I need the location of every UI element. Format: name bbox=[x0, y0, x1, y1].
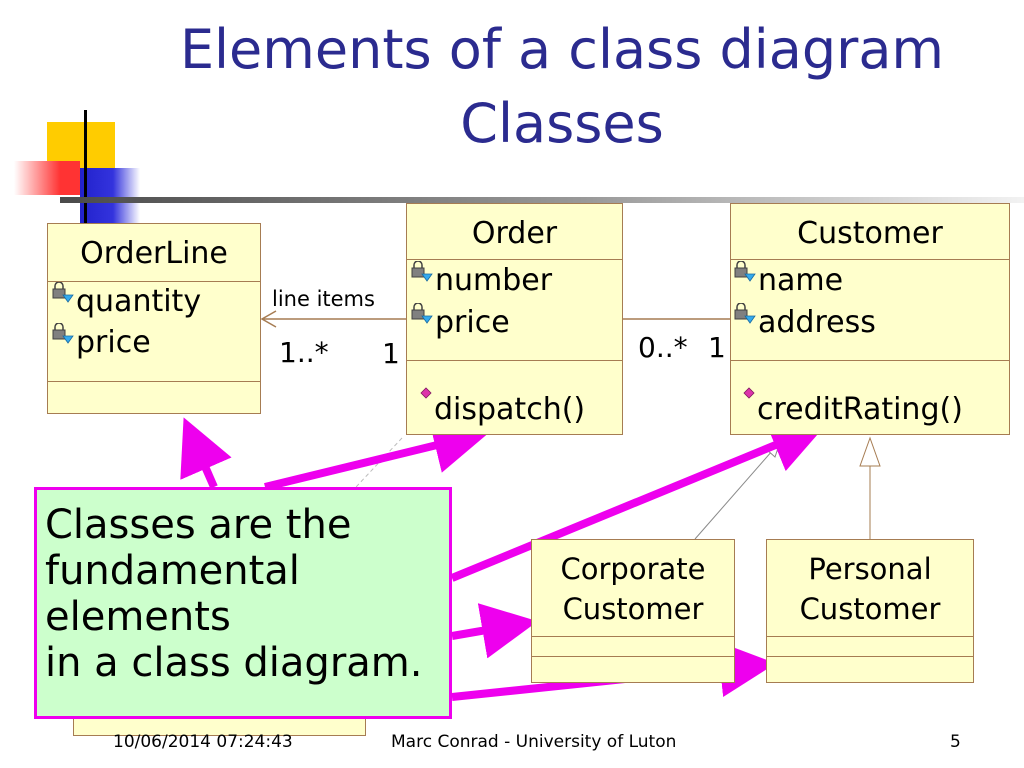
operation-icon bbox=[420, 387, 432, 399]
class-orderline-divider bbox=[48, 281, 260, 282]
callout-line: elements bbox=[45, 594, 231, 640]
class-customer-name: Customer bbox=[797, 216, 943, 251]
callout-line: fundamental bbox=[45, 548, 300, 594]
class-corporate-name-line2: Customer bbox=[562, 592, 704, 626]
op-customer-creditrating: creditRating() bbox=[757, 392, 963, 427]
attr-customer-name: name bbox=[758, 263, 844, 298]
slide-title-line1: Elements of a class diagram bbox=[179, 18, 945, 81]
multiplicity-orderline: 1..* bbox=[279, 336, 329, 369]
lock-attribute-icon bbox=[52, 323, 74, 344]
lock-attribute-icon bbox=[734, 303, 756, 324]
decor-red-square bbox=[14, 161, 80, 195]
class-corporate-divider bbox=[532, 636, 734, 637]
class-customer-divider bbox=[731, 259, 1009, 260]
callout-line: Classes are the bbox=[45, 502, 352, 548]
footer-author: Marc Conrad - University of Luton bbox=[391, 732, 677, 752]
multiplicity-order-right: 0..* bbox=[638, 331, 688, 364]
multiplicity-customer: 1 bbox=[708, 331, 726, 364]
pointer-arrow-corporate bbox=[451, 603, 538, 659]
class-order-divider bbox=[407, 360, 622, 361]
class-personal-name-line2: Customer bbox=[799, 592, 941, 626]
class-orderline[interactable]: OrderLine bbox=[47, 223, 261, 414]
class-corporate-customer[interactable]: Corporate Customer bbox=[531, 539, 735, 683]
lock-attribute-icon bbox=[52, 282, 74, 303]
class-order-name: Order bbox=[471, 216, 558, 251]
multiplicity-order-left: 1 bbox=[382, 337, 400, 370]
attr-orderline-quantity: quantity bbox=[76, 284, 202, 319]
decor-vertical-line bbox=[84, 110, 87, 230]
op-order-dispatch: dispatch() bbox=[434, 392, 586, 427]
footer-page-number: 5 bbox=[950, 732, 961, 752]
lock-attribute-icon bbox=[411, 261, 433, 282]
class-personal-customer[interactable]: Personal Customer bbox=[766, 539, 974, 683]
class-order[interactable]: Order bbox=[406, 203, 623, 435]
callout-line: in a class diagram. bbox=[45, 640, 423, 686]
slide-title-line2: Classes bbox=[460, 92, 664, 155]
class-corporate-name-line1: Corporate bbox=[560, 552, 706, 586]
class-personal-name-line1: Personal bbox=[808, 552, 932, 586]
generalization-personal-head bbox=[859, 436, 881, 467]
lock-attribute-icon bbox=[411, 303, 433, 324]
title-divider bbox=[60, 197, 1024, 203]
class-orderline-divider bbox=[48, 381, 260, 382]
class-personal-divider bbox=[767, 636, 973, 637]
callout-box: Classes are the fundamental elements in … bbox=[34, 487, 452, 719]
footer-date: 10/06/2014 07:24:43 bbox=[113, 732, 293, 752]
role-line-items: line items bbox=[272, 287, 375, 311]
pointer-arrow-order bbox=[264, 418, 490, 491]
attr-customer-address: address bbox=[758, 305, 876, 340]
lock-attribute-icon bbox=[734, 261, 756, 282]
class-customer-divider bbox=[731, 360, 1009, 361]
class-order-divider bbox=[407, 259, 622, 260]
class-personal-divider bbox=[767, 656, 973, 657]
attr-order-price: price bbox=[435, 305, 510, 340]
attr-orderline-price: price bbox=[76, 325, 151, 360]
attr-order-number: number bbox=[435, 263, 553, 298]
operation-icon bbox=[743, 387, 755, 399]
association-arrowhead bbox=[260, 310, 277, 328]
class-corporate-divider bbox=[532, 656, 734, 657]
decor-blue-square bbox=[80, 168, 140, 224]
pointer-arrow-orderline bbox=[180, 417, 232, 489]
class-orderline-name: OrderLine bbox=[80, 236, 228, 271]
pointer-arrow-customer bbox=[450, 419, 827, 582]
dashed-link bbox=[355, 437, 403, 488]
class-customer[interactable]: Customer bbox=[730, 203, 1010, 435]
